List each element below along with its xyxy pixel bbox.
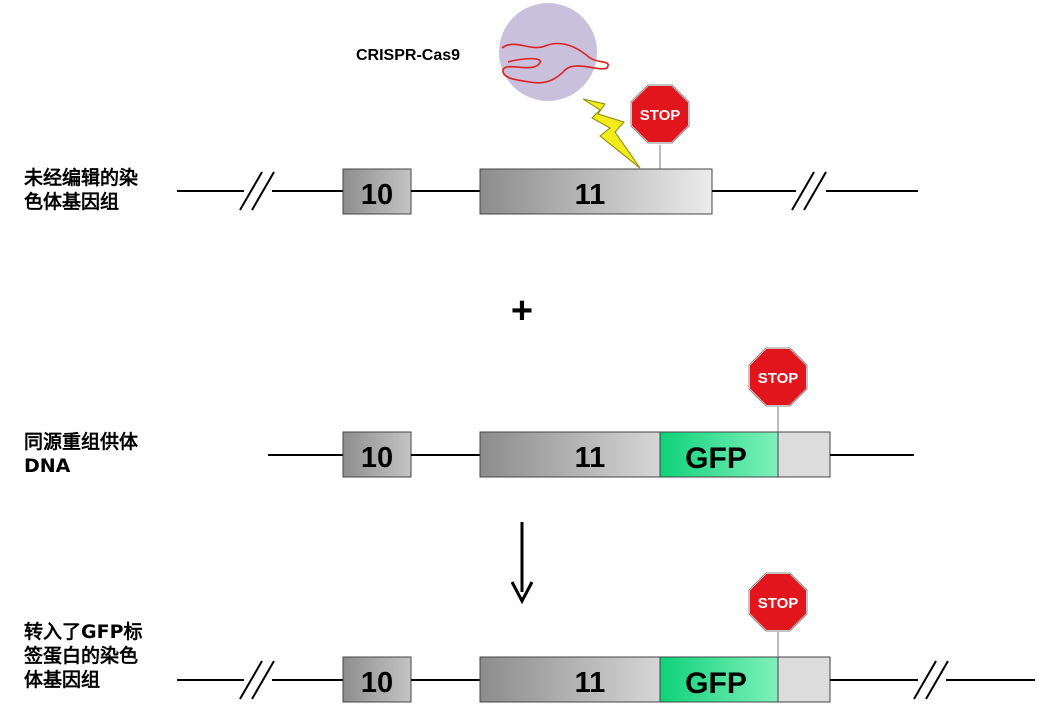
stop-sign-outline: [630, 84, 690, 144]
exon-11-label: 11: [575, 442, 606, 474]
cut-bolt-icon: [582, 98, 641, 169]
row-tagged-genome: 10 11 GFP STOP: [177, 572, 1035, 703]
row-donor-dna: 10 11 GFP STOP: [268, 347, 914, 478]
crispr-cas9: CRISPR-Cas9: [356, 3, 609, 101]
stop-label: STOP: [640, 107, 681, 124]
down-arrow-icon: [510, 522, 534, 605]
plus-operator: +: [511, 290, 533, 332]
stop-label: STOP: [758, 595, 799, 612]
break-mark: [791, 171, 815, 211]
exon-11-box: [479, 431, 661, 478]
break-mark: [239, 171, 263, 211]
exon-11-end-box: [777, 656, 831, 703]
break-mark: [925, 660, 949, 700]
exon-11-box: [479, 656, 661, 703]
exon-11-end-box: [777, 431, 831, 478]
row-unedited-genome: 10 11 STOP: [177, 84, 918, 215]
gfp-label: GFP: [685, 442, 747, 475]
exon-10-label: 10: [361, 179, 393, 211]
gfp-box: [659, 656, 779, 703]
cas9-circle: [499, 3, 597, 101]
exon-10-box: [342, 656, 412, 703]
break-mark: [803, 171, 827, 211]
break-mark: [251, 171, 275, 211]
exon-10-box: [342, 431, 412, 478]
break-mark: [239, 660, 263, 700]
exon-11-box: [479, 168, 713, 215]
stop-label: STOP: [758, 370, 799, 387]
guide-rna-strand: [501, 42, 609, 84]
stop-sign-outline: [748, 572, 808, 632]
break-mark: [913, 660, 937, 700]
label-unedited-genome: 未经编辑的染 色体基因组: [24, 167, 139, 213]
stop-sign-outline: [748, 347, 808, 407]
exon-10-label: 10: [361, 442, 393, 474]
label-tagged-genome: 转入了GFP标 签蛋白的染色 体基因组: [24, 621, 143, 691]
break-mark: [251, 660, 275, 700]
exon-11-label: 11: [575, 667, 606, 699]
crispr-label: CRISPR-Cas9: [356, 47, 460, 64]
exon-11-label: 11: [575, 179, 606, 211]
label-donor-dna: 同源重组供体 DNA: [24, 431, 139, 477]
gfp-label: GFP: [685, 667, 747, 700]
exon-10-label: 10: [361, 667, 393, 699]
gfp-box: [659, 431, 779, 478]
